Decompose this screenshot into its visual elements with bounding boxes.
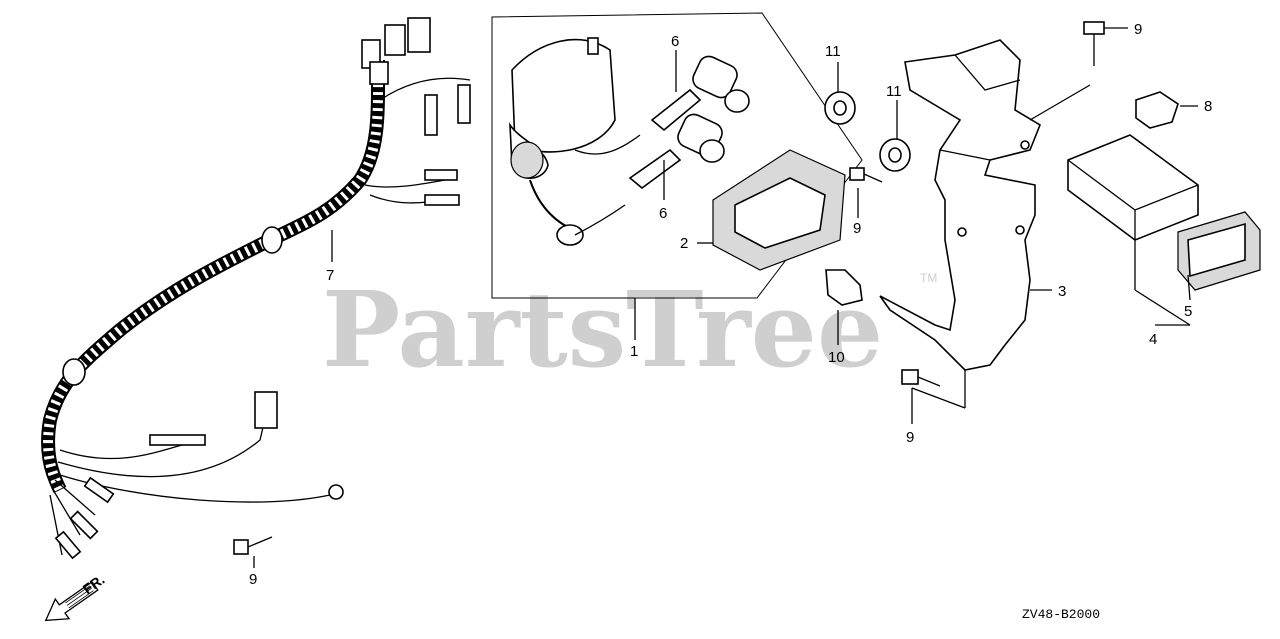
callout-9-top-right[interactable]: 9: [1134, 21, 1142, 38]
bolt-small[interactable]: [849, 167, 883, 183]
connector-cover[interactable]: [1177, 211, 1261, 291]
bolt-bottom-left[interactable]: [233, 536, 273, 555]
callout-2[interactable]: 2: [680, 235, 688, 252]
control-unit[interactable]: [1067, 134, 1199, 241]
callout-1[interactable]: 1: [630, 343, 638, 360]
callout-8[interactable]: 8: [1204, 98, 1212, 115]
clamp-upper[interactable]: [824, 91, 856, 125]
callout-10[interactable]: 10: [828, 349, 845, 366]
coil-holder[interactable]: [712, 149, 846, 271]
callout-6-upper[interactable]: 6: [671, 33, 679, 50]
harness-clip[interactable]: [825, 269, 863, 306]
relay-connector[interactable]: [1135, 91, 1179, 129]
callout-9-bottom-center[interactable]: 9: [906, 429, 914, 446]
spark-plug-cap-lower[interactable]: [628, 111, 725, 190]
wire-harness[interactable]: [41, 17, 471, 560]
bolt-top-right[interactable]: [1083, 21, 1105, 66]
clamp-lower[interactable]: [879, 138, 911, 172]
callout-11-right[interactable]: 11: [886, 83, 902, 100]
callout-3[interactable]: 3: [1058, 283, 1066, 300]
control-box-bracket[interactable]: [879, 39, 1041, 371]
callout-5[interactable]: 5: [1184, 303, 1192, 320]
callout-7[interactable]: 7: [326, 267, 334, 284]
spark-plug-cap-upper[interactable]: [650, 53, 750, 132]
ignition-coil[interactable]: [509, 37, 641, 246]
callout-9-bottom-left[interactable]: 9: [249, 571, 257, 588]
front-direction-arrow-icon: [44, 580, 99, 622]
callout-11-left[interactable]: 11: [825, 43, 841, 60]
callout-9-center[interactable]: 9: [853, 220, 861, 237]
diagram-code: ZV48-B2000: [1022, 607, 1100, 622]
watermark-text: PartsTree: [322, 268, 883, 391]
watermark-trademark: TM: [920, 271, 937, 285]
callout-6-lower[interactable]: 6: [659, 205, 667, 222]
bolt-bottom-center[interactable]: [901, 369, 941, 387]
leader-lines: [253, 27, 1198, 568]
callout-4[interactable]: 4: [1149, 331, 1157, 348]
